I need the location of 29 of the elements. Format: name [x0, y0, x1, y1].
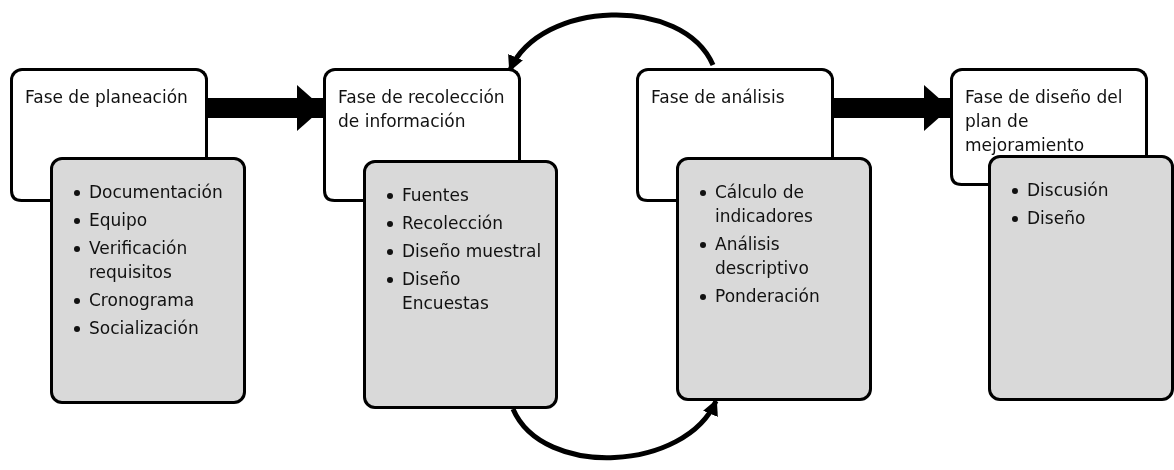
bullet-item: Diseño muestral — [402, 241, 542, 261]
task-list-box — [50, 157, 246, 404]
phase-box — [950, 68, 1148, 155]
bullet-item: Discusión — [1027, 180, 1109, 200]
bullet-item: Socialización — [89, 318, 199, 338]
bullet-item: Documentación — [89, 182, 223, 202]
bullet-item: Cálculo de indicadores — [715, 182, 813, 226]
bullet-item: Cronograma — [89, 290, 195, 310]
task-list-box — [676, 157, 872, 401]
bullet-item: Diseño — [1027, 208, 1086, 228]
bullet-item: Ponderación — [715, 286, 820, 306]
curved-arrow — [510, 399, 719, 460]
phase-box — [636, 68, 834, 157]
task-list-box — [988, 155, 1174, 401]
task-list-box — [363, 160, 558, 409]
phase-box — [323, 68, 521, 160]
bullet-item: Recolección — [402, 213, 504, 233]
phase-title: Fase de diseño del plan de mejoramiento — [965, 86, 1124, 157]
phase-title: Fase de planeación — [25, 86, 189, 109]
phase-box — [10, 68, 208, 157]
phase-title: Fase de análisis — [651, 86, 786, 109]
bullet-item: Análisis descriptivo — [715, 234, 809, 278]
bullet-item: Equipo — [89, 210, 148, 230]
bullet-item: Diseño Encuestas — [402, 269, 489, 313]
block-arrow — [208, 85, 323, 131]
bullet-item: Fuentes — [402, 185, 469, 205]
bullet-item: Verificación requisitos — [89, 238, 188, 282]
block-arrow — [834, 85, 950, 131]
phase-title: Fase de recolección de información — [338, 86, 506, 133]
